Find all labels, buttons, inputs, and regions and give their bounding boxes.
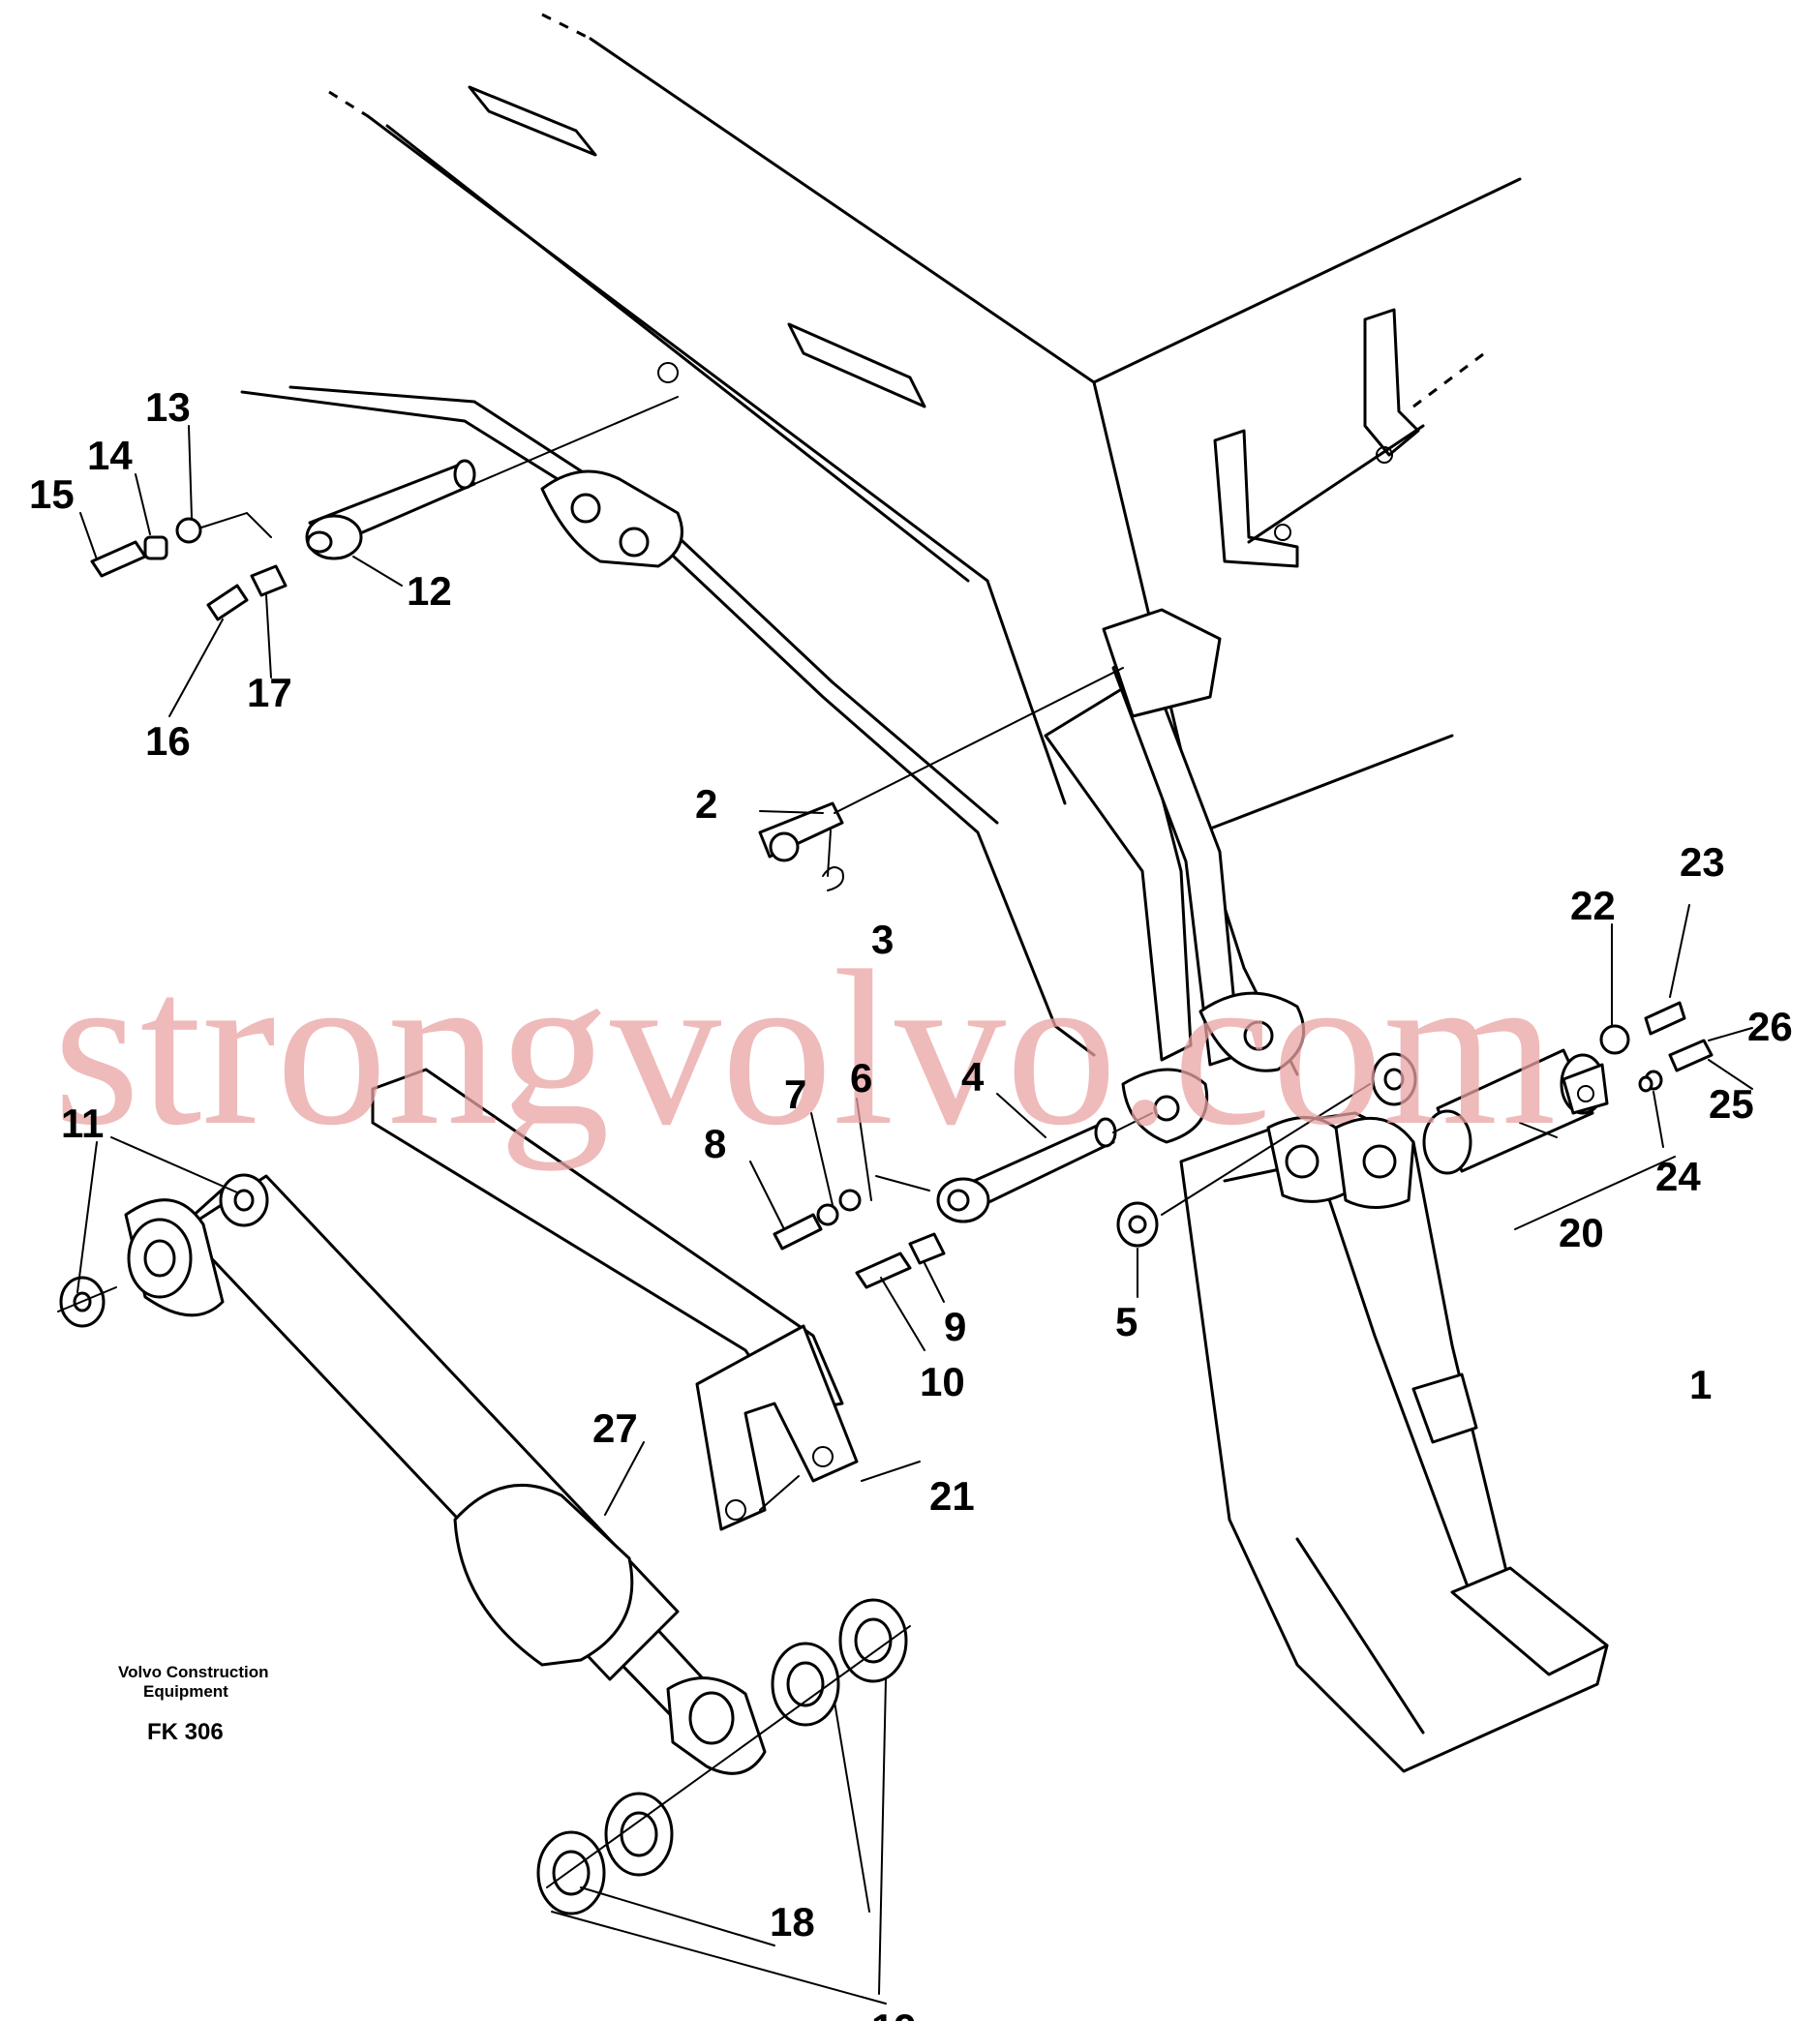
label-part-25: 25 xyxy=(1709,1081,1754,1127)
label-part-17: 17 xyxy=(247,670,292,715)
boom xyxy=(328,13,1522,1076)
leader-lines xyxy=(76,425,1753,2005)
label-part-10: 10 xyxy=(920,1359,965,1404)
label-part-16: 16 xyxy=(145,718,191,764)
label-part-7: 7 xyxy=(784,1071,806,1117)
label-part-4: 4 xyxy=(961,1054,985,1100)
cylinder-bracket xyxy=(371,1068,859,1531)
label-part-15: 15 xyxy=(29,471,75,517)
label-part-21: 21 xyxy=(929,1473,975,1519)
label-part-26: 26 xyxy=(1747,1004,1793,1049)
label-part-2: 2 xyxy=(695,781,717,827)
linkage-arms xyxy=(1044,608,1306,1144)
label-part-8: 8 xyxy=(704,1121,726,1166)
caption-company-line1: Volvo Construction xyxy=(118,1663,269,1681)
figure-caption: Volvo Construction Equipment FK 306 xyxy=(118,1663,269,1745)
label-part-11: 11 xyxy=(61,1101,104,1146)
pedestal xyxy=(1179,1111,1609,1773)
label-part-3: 3 xyxy=(871,917,894,962)
caption-figure-code: FK 306 xyxy=(147,1719,224,1745)
label-part-24: 24 xyxy=(1655,1154,1701,1199)
watermark-text: strongvolvo.com xyxy=(53,924,1556,1171)
label-part-14: 14 xyxy=(87,433,133,478)
label-part-20: 20 xyxy=(1559,1210,1604,1255)
label-part-1: 1 xyxy=(1689,1362,1712,1407)
label-part-12: 12 xyxy=(407,568,452,614)
pins-and-hardware xyxy=(57,396,1714,1915)
label-part-6: 6 xyxy=(850,1055,872,1101)
label-part-23: 23 xyxy=(1680,839,1725,885)
side-plate xyxy=(240,308,1425,1057)
label-part-18: 18 xyxy=(770,1899,815,1945)
part-labels: 1 2 3 4 5 6 7 8 9 10 11 12 13 14 15 16 1… xyxy=(29,384,1793,2021)
label-part-22: 22 xyxy=(1570,883,1616,928)
label-part-5: 5 xyxy=(1115,1299,1138,1344)
label-part-9: 9 xyxy=(944,1304,966,1349)
label-part-19: 19 xyxy=(871,2006,917,2021)
label-part-27: 27 xyxy=(592,1405,638,1451)
label-part-13: 13 xyxy=(145,384,191,430)
hydraulic-cylinder xyxy=(124,1174,767,1775)
caption-company-line2: Equipment xyxy=(143,1682,228,1701)
